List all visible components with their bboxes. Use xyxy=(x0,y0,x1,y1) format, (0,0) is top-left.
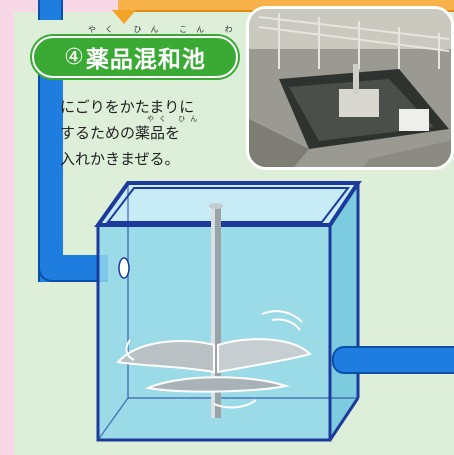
title-badge: ④ 薬品混和池 xyxy=(32,36,238,78)
page-title: 薬品混和池 xyxy=(85,47,206,73)
step-number: ④ xyxy=(64,44,84,70)
blue-pipe-bend xyxy=(38,255,108,282)
blue-pipe-outlet xyxy=(332,346,454,374)
description-ruby: やく ひん xyxy=(147,115,203,123)
blue-pipe-inlet xyxy=(38,0,63,20)
paddle-blades xyxy=(116,338,312,393)
basin-photo xyxy=(246,6,454,170)
title-ruby: やく ひん こん わ xyxy=(88,25,242,34)
water-treatment-basin-photo-icon xyxy=(249,9,451,167)
description-text: にごりをかたまりに するための薬品を 入れかきまぜる。 xyxy=(60,98,195,168)
down-arrow-icon xyxy=(112,10,136,24)
blue-pipe-vertical xyxy=(38,70,63,282)
